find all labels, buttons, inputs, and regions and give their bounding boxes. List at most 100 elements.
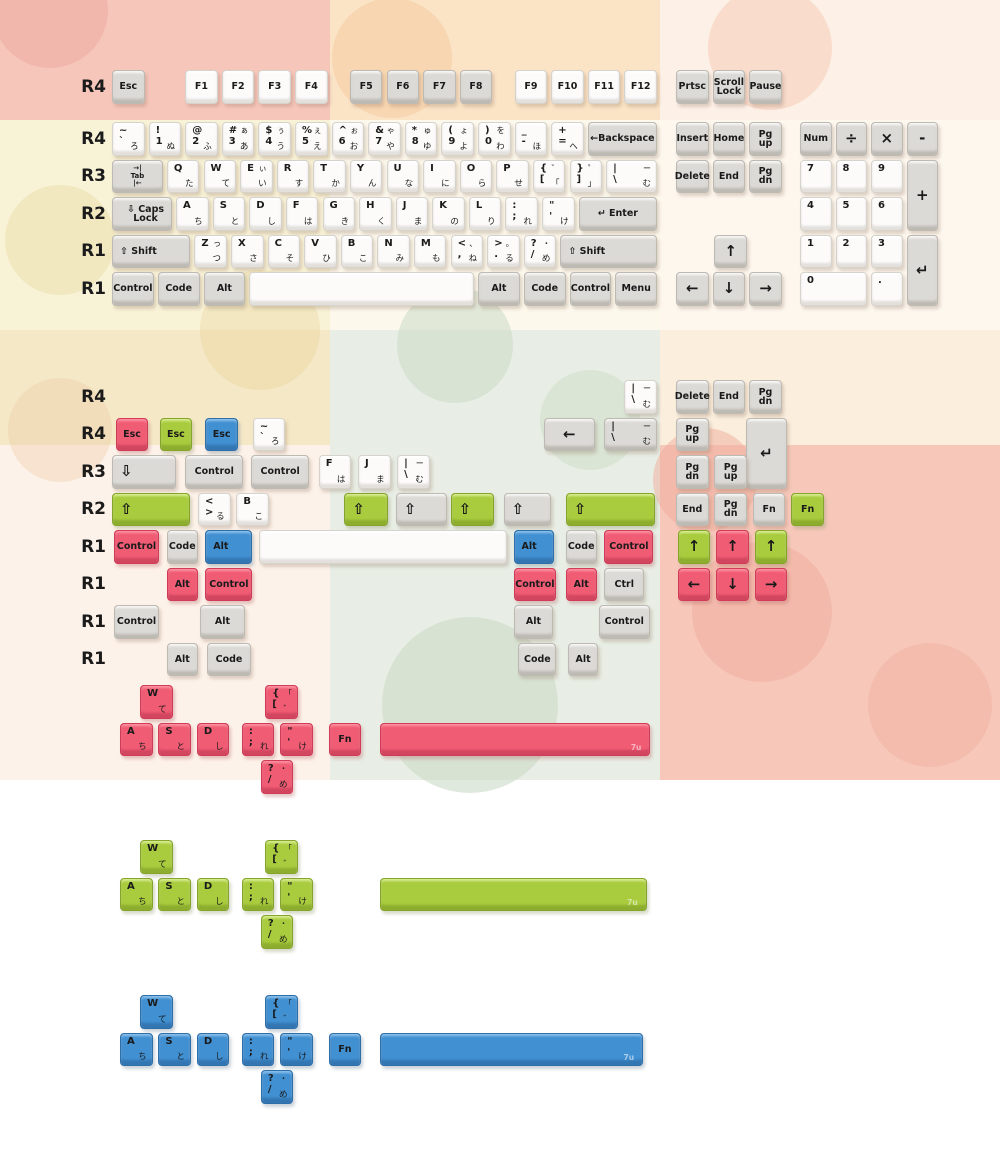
key-legend-br: め — [278, 934, 288, 945]
key-legend-bl: ' — [287, 1046, 291, 1058]
keycap-left-bracket: {[「゛ — [265, 995, 298, 1029]
keycap-pause: Pause — [749, 70, 782, 104]
key-legend-tl: S — [165, 880, 173, 892]
key-legend: Control — [116, 541, 157, 553]
key-legend-tl: A — [127, 1035, 135, 1047]
key-legend: Fn — [338, 733, 352, 745]
keycap-control: Control — [112, 272, 154, 306]
keycap-up-arrow: ↑ — [677, 530, 711, 564]
key-legend-tl: ~ — [259, 420, 269, 432]
keycap-period: >.。る — [487, 234, 520, 268]
keycap-code: Code — [207, 642, 251, 676]
key-legend-tr: ゅ — [423, 126, 432, 135]
key-legend: Control — [570, 283, 611, 295]
key-legend: Code — [215, 653, 243, 665]
key-legend-br: ま — [413, 216, 423, 227]
key-legend-bl: ` — [259, 431, 265, 443]
key-legend-tl: * — [411, 125, 418, 136]
key-legend: Control — [209, 578, 249, 590]
key-legend-br: ね — [468, 254, 478, 264]
key-legend-bl: [ — [272, 699, 277, 710]
key-legend: Pause — [749, 81, 782, 93]
key-legend-br: め — [278, 1089, 288, 1100]
key-legend-bl: > — [205, 506, 214, 518]
keycap-esc: Esc — [115, 417, 149, 451]
keycap-1: 1 — [800, 234, 832, 268]
row-label: R1 — [81, 612, 106, 632]
key-legend: Control — [260, 466, 300, 478]
key-legend-tl: | — [613, 162, 617, 174]
keycap-alt: Alt — [513, 530, 555, 564]
key-legend-bl: / — [267, 774, 272, 785]
keycap-f10: F10 — [551, 70, 584, 104]
key-legend-tr: ・ — [279, 764, 288, 773]
key-legend: Delete — [674, 170, 710, 182]
keycap-numpad-enter: ↵ — [906, 234, 938, 306]
key-legend-bl: [ — [272, 854, 277, 865]
key-legend: ← — [686, 279, 699, 298]
key-legend-br: む — [642, 437, 651, 447]
key-legend-tl: X — [238, 237, 246, 249]
key-legend-bl: \ — [404, 469, 408, 480]
keycap-2: 2 — [835, 234, 867, 268]
key-legend-br: に — [441, 179, 450, 189]
keycap-fn: Fn — [328, 722, 362, 756]
keycap-left-bracket: {[「゛ — [265, 685, 298, 719]
key-legend-tl: { — [539, 162, 548, 174]
keycap-left-arrow: ← — [677, 567, 711, 601]
key-legend-br: し — [214, 742, 224, 752]
keycap-alt: Alt — [166, 567, 198, 601]
key-legend: ⇩ Caps Lock — [126, 203, 165, 224]
keycap-angle-brackets: <>る — [198, 492, 231, 526]
keycap-backtick: ~`ろ — [112, 122, 145, 156]
key-legend: Pg up — [723, 461, 738, 482]
keycap-4: 4 — [800, 197, 832, 231]
key-legend-line: →| — [133, 164, 142, 172]
keycap-page-down: Pg dn — [749, 159, 782, 193]
key-legend-bl: 8 — [411, 136, 419, 147]
row-label: R2 — [81, 499, 106, 519]
key-legend-br: は — [303, 216, 313, 227]
key-legend-bl: 2 — [192, 136, 200, 147]
key-legend-tl: A — [183, 200, 191, 211]
keycap-alt: Alt — [565, 567, 597, 601]
keycap-enter: ↵ Enter — [578, 197, 658, 231]
key-legend: Alt — [174, 578, 190, 590]
keycap-control: Control — [113, 605, 160, 639]
keycap-control: Control — [205, 567, 253, 601]
key-legend-tl: D — [203, 1035, 213, 1047]
key-legend-tr: ・ — [279, 1074, 288, 1083]
key-legend-br: め — [278, 779, 288, 790]
keycap-up-arrow: ↑ — [754, 530, 788, 564]
key-legend: Esc — [119, 81, 138, 93]
key-legend: F10 — [557, 81, 578, 93]
keycap-numpad-dot: . — [871, 272, 903, 306]
key-legend: → — [759, 279, 772, 298]
key-legend-tl: 7 — [807, 162, 814, 174]
key-legend: F7 — [432, 81, 446, 93]
key-legend-tl: Q — [173, 162, 183, 174]
key-legend: + — [915, 185, 929, 204]
keycap-delete: Delete — [675, 380, 710, 414]
key-legend-br: て — [158, 704, 167, 715]
key-legend-br: め — [541, 254, 551, 264]
key-legend-tr: 。 — [505, 238, 514, 248]
key-legend-tr: ぉ — [350, 126, 359, 135]
key-legend-br: ろ — [130, 141, 139, 152]
keycap-page-down: Pg dn — [676, 455, 709, 489]
keycap-page-up: Pg up — [749, 122, 782, 156]
key-legend-br: と — [230, 216, 240, 227]
key-legend-tl: D — [203, 725, 213, 737]
key-legend-br: こ — [254, 512, 263, 522]
